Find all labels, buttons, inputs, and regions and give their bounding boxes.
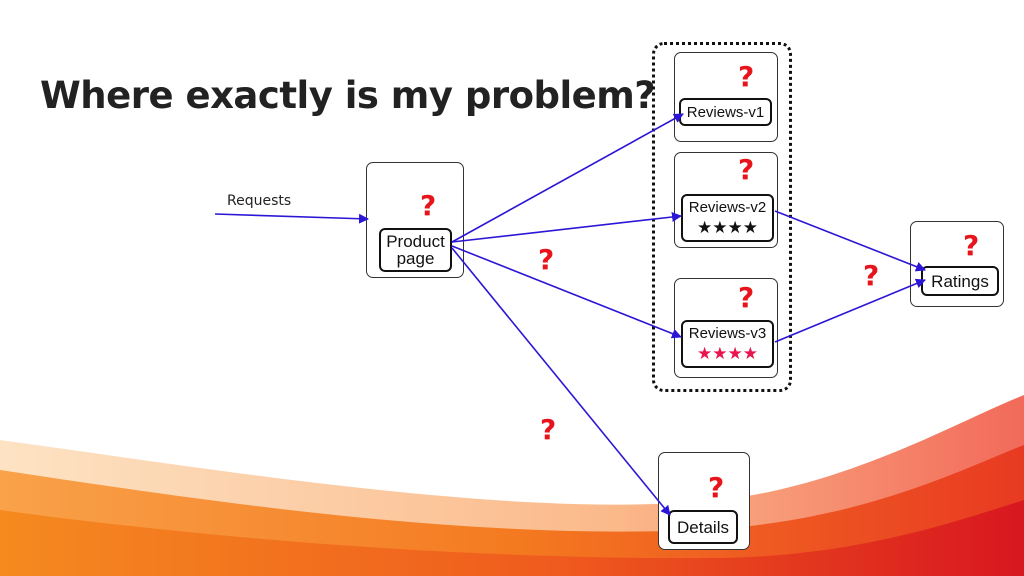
arrow-productpage-to-reviews-v1 xyxy=(451,113,684,243)
requests-label: Requests xyxy=(227,193,292,209)
reviews-v2-label: Reviews-v2 xyxy=(688,199,767,216)
ratings-label: Ratings xyxy=(931,272,989,291)
arrow-reviews-v2-to-ratings xyxy=(774,210,926,272)
reviews-v3-stars: ★★★★ xyxy=(697,344,758,363)
slide-title: Where exactly is my problem? xyxy=(40,74,656,117)
arrow-productpage-to-reviews-v2 xyxy=(451,212,682,243)
details-label: Details xyxy=(677,518,729,537)
reviews-v1-label: Reviews-v1 xyxy=(686,104,765,121)
reviews-v1-service: Reviews-v1 xyxy=(679,98,772,126)
productpage-service: Product page xyxy=(379,228,452,272)
productpage-question-mark: ? xyxy=(420,189,437,222)
arrow-reviews-v3-to-ratings xyxy=(774,278,926,343)
link-question-mark-ratings: ? xyxy=(863,259,880,292)
reviews-v1-pod xyxy=(674,52,778,142)
details-service: Details xyxy=(668,510,738,544)
reviews-v2-service: Reviews-v2 ★★★★ xyxy=(681,194,774,242)
details-question-mark: ? xyxy=(708,471,725,504)
arrow-productpage-to-reviews-v3 xyxy=(451,245,682,339)
ratings-service: Ratings xyxy=(921,266,999,296)
reviews-v3-question-mark: ? xyxy=(738,281,755,314)
reviews-v3-label: Reviews-v3 xyxy=(688,325,767,342)
productpage-label: Product page xyxy=(386,232,445,268)
arrow-requests-to-productpage xyxy=(214,213,369,224)
link-question-mark-details: ? xyxy=(540,413,557,446)
ratings-question-mark: ? xyxy=(963,229,980,262)
link-question-mark-reviews: ? xyxy=(538,243,555,276)
reviews-v1-question-mark: ? xyxy=(738,60,755,93)
arrow-productpage-to-details xyxy=(451,247,671,516)
reviews-v2-stars: ★★★★ xyxy=(697,218,758,237)
reviews-v2-question-mark: ? xyxy=(738,153,755,186)
reviews-v3-service: Reviews-v3 ★★★★ xyxy=(681,320,774,368)
